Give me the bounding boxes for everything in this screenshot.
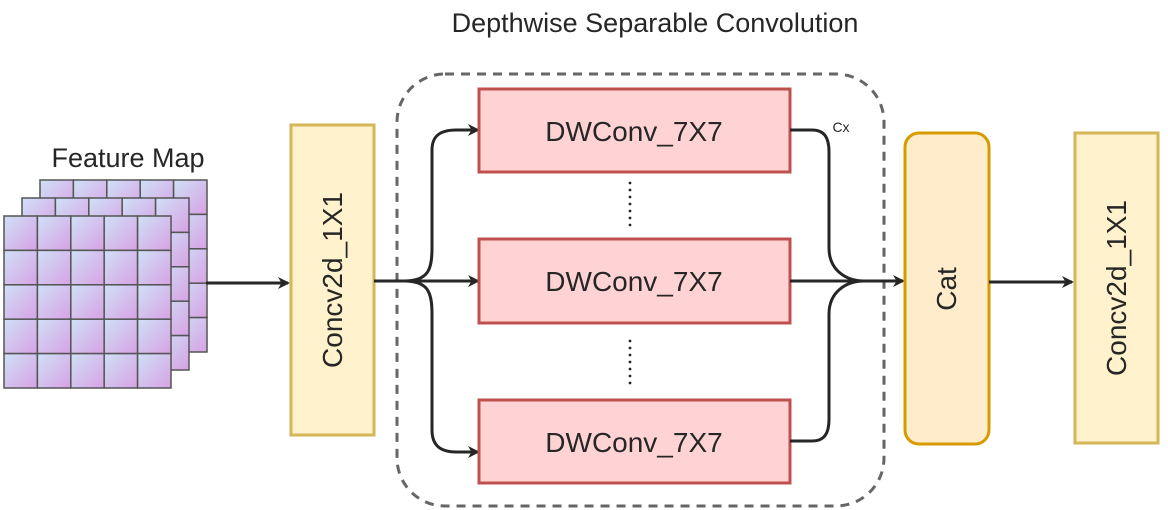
conv-out-label: Concv2d_1X1	[1101, 200, 1132, 376]
dw-box-bottom	[477, 398, 792, 485]
feature-cell	[70, 318, 105, 355]
feature-cell	[36, 249, 72, 286]
dw-branch-top: DWConv_7X7	[477, 87, 792, 174]
feature-cell	[3, 284, 39, 320]
conv-out-block: Concv2d_1X1	[1073, 131, 1160, 445]
feature-cell	[103, 318, 139, 355]
feature-cell	[136, 215, 172, 252]
feature-cell	[70, 215, 105, 252]
group-annotation-cx: Cx	[832, 119, 849, 135]
feature-cell	[3, 249, 39, 286]
merge-connectors	[790, 128, 905, 443]
cat-block: Cat	[903, 131, 991, 446]
feature-cell	[36, 215, 72, 252]
feature-cell	[136, 318, 172, 355]
feature-cell	[136, 352, 172, 389]
feature-layer-front	[3, 215, 172, 389]
feature-cell	[36, 318, 72, 355]
conv-out-box	[1073, 131, 1160, 445]
connector-branch-bottom-merge	[790, 279, 865, 443]
feature-cell	[3, 318, 39, 355]
connector-branch-top-merge	[790, 128, 865, 283]
feature-cell	[103, 284, 139, 320]
dw-label-middle: DWConv_7X7	[545, 266, 722, 297]
feature-cell	[36, 284, 72, 320]
dw-label-top: DWConv_7X7	[545, 116, 722, 147]
conv-in-block: Concv2d_1X1	[289, 123, 376, 437]
feature-map-label: Feature Map	[51, 143, 204, 173]
ellipsis-lower	[628, 339, 632, 385]
feature-cell	[36, 352, 72, 389]
feature-cell	[136, 284, 172, 320]
dw-branch-middle: DWConv_7X7	[477, 237, 792, 325]
connector-split-to-branch-bottom	[403, 279, 480, 458]
split-connectors	[374, 124, 480, 458]
feature-cell	[3, 215, 39, 252]
dw-box-top	[477, 87, 792, 174]
feature-cell	[103, 352, 139, 389]
feature-cell	[103, 215, 139, 252]
cat-box	[903, 131, 991, 446]
feature-cell	[70, 249, 105, 286]
feature-cell	[70, 284, 105, 320]
conv-in-label: Concv2d_1X1	[317, 192, 348, 368]
conv-in-box	[289, 123, 376, 437]
diagram-title: Depthwise Separable Convolution	[452, 8, 859, 38]
dw-box-middle	[477, 237, 792, 325]
dw-label-bottom: DWConv_7X7	[545, 427, 722, 458]
feature-cell	[3, 352, 39, 389]
feature-cell	[103, 249, 139, 286]
feature-map-stack	[3, 179, 208, 389]
dw-branch-bottom: DWConv_7X7	[477, 398, 792, 485]
feature-cell	[136, 249, 172, 286]
ellipsis-upper	[628, 181, 632, 227]
feature-cell	[70, 352, 105, 389]
depthwise-group-border	[395, 72, 886, 508]
connector-split-to-branch-top	[403, 124, 480, 283]
cat-label: Cat	[931, 267, 962, 311]
